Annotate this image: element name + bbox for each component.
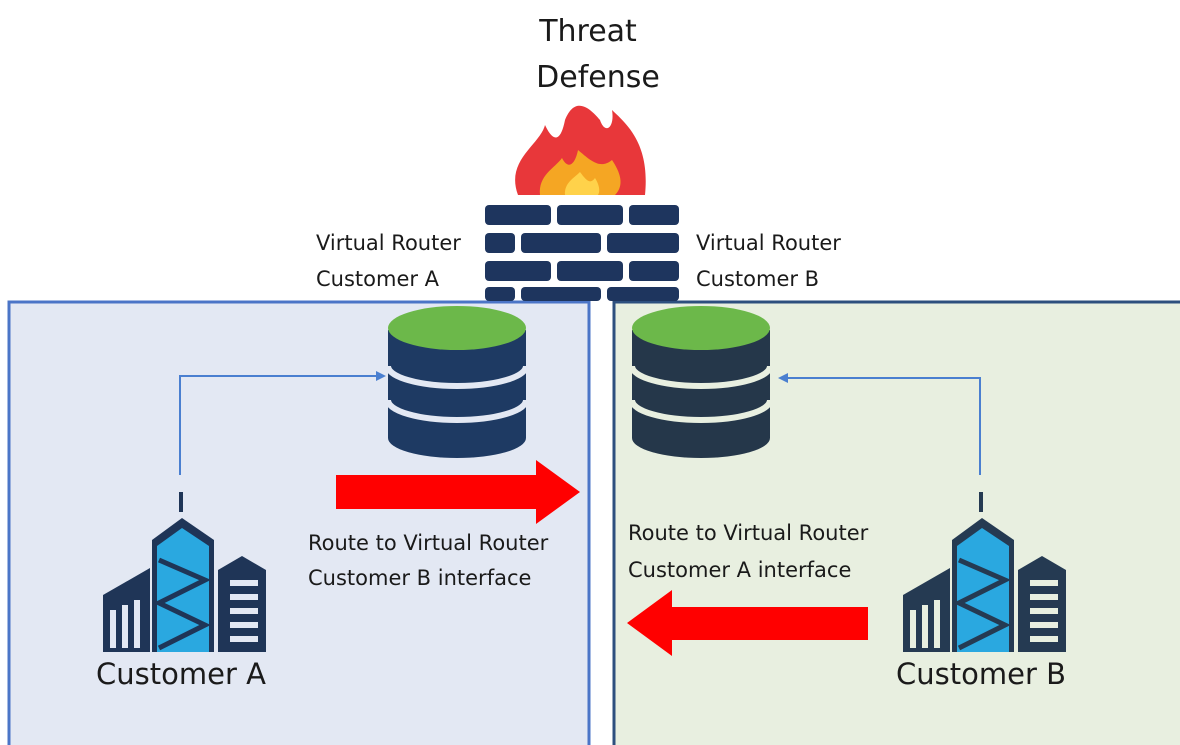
connector-b	[778, 373, 981, 475]
vr-b-label-line-1: Virtual Router	[696, 231, 841, 255]
router-a-database-icon	[385, 306, 529, 458]
route-arrow-right	[336, 460, 580, 524]
title-line-2: Defense	[536, 60, 660, 95]
route-a-label-line-2: Customer B interface	[308, 566, 531, 590]
route-arrow-left	[627, 590, 868, 656]
building-b-icon	[903, 492, 1066, 652]
route-b-label-line-1: Route to Virtual Router	[628, 521, 869, 545]
route-a-label-line-1: Route to Virtual Router	[308, 531, 549, 555]
vr-a-label-line-1: Virtual Router	[316, 231, 461, 255]
vr-b-label-line-2: Customer B	[696, 267, 819, 291]
firewall-icon	[485, 105, 679, 301]
vr-a-label-line-2: Customer A	[316, 267, 440, 291]
connector-a	[179, 371, 386, 475]
customer-a-label: Customer A	[96, 657, 266, 691]
title-line-1: Threat	[538, 14, 637, 49]
building-a-icon	[103, 492, 266, 652]
route-b-label-line-2: Customer A interface	[628, 558, 851, 582]
customer-b-label: Customer B	[896, 657, 1066, 691]
router-b-database-icon	[629, 306, 773, 458]
